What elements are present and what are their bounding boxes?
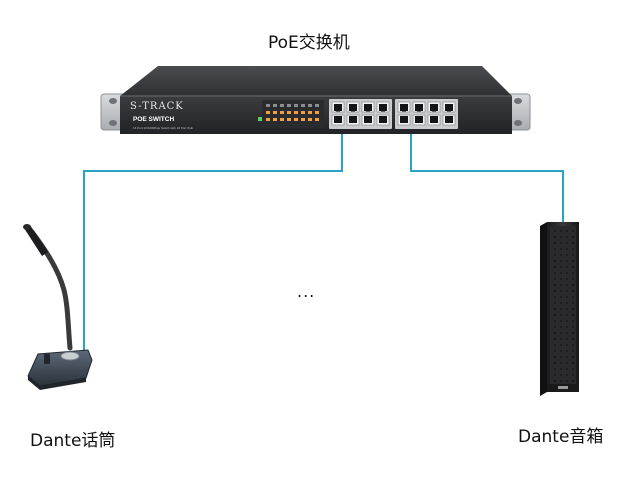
port-led [301, 111, 305, 114]
led-indicators [258, 100, 324, 128]
port-led [273, 111, 277, 114]
switch-model-label: POE SWITCH [133, 116, 174, 123]
port-led [308, 111, 312, 114]
rj45-port [331, 114, 345, 126]
port-led [308, 104, 312, 107]
port-led [301, 104, 305, 107]
port-led [287, 118, 291, 121]
rj45-port [376, 101, 390, 113]
dante-microphone [23, 224, 93, 390]
cable-switch-to-microphone [83, 131, 343, 355]
port-led [280, 118, 284, 121]
more-devices-ellipsis: ... [297, 282, 316, 301]
rj45-port [397, 101, 411, 113]
port-led [280, 104, 284, 107]
port-led [266, 118, 270, 121]
rj45-port [361, 114, 375, 126]
rj45-port [427, 114, 441, 126]
poe-switch: S-TRACK POE SWITCH 16 Port 10/100Mbps Sw… [100, 66, 531, 134]
power-led [258, 117, 262, 121]
speaker-caption: Dante音箱 [518, 427, 604, 447]
port-led [273, 104, 277, 107]
rj45-port [442, 114, 456, 126]
switch-caption: PoE交换机 [268, 33, 350, 53]
microphone-caption: Dante话筒 [30, 431, 116, 451]
cables [83, 131, 564, 355]
port-led [315, 104, 319, 107]
microphone-button [60, 351, 80, 361]
switch-brand: S-TRACK [130, 101, 184, 112]
rj45-port [346, 101, 360, 113]
cable-switch-to-speaker [410, 131, 564, 224]
rj45-port [346, 114, 360, 126]
port-led [294, 104, 298, 107]
microphone-gooseneck [29, 229, 73, 351]
speaker-grille [550, 226, 576, 384]
port-group-left [329, 99, 392, 129]
rj45-port [331, 101, 345, 113]
dante-speaker [540, 222, 579, 396]
port-led [315, 111, 319, 114]
port-led [294, 118, 298, 121]
switch-top-surface [120, 66, 512, 96]
port-led [287, 111, 291, 114]
rj45-port [412, 114, 426, 126]
microphone-head [24, 225, 48, 256]
rj45-port [442, 101, 456, 113]
rj45-port [412, 101, 426, 113]
port-led [266, 104, 270, 107]
speaker-logo [558, 386, 568, 389]
port-led [266, 111, 270, 114]
port-led [280, 111, 284, 114]
port-led [273, 118, 277, 121]
port-led [287, 104, 291, 107]
port-led [301, 118, 305, 121]
rj45-port [376, 114, 390, 126]
rj45-port [361, 101, 375, 113]
port-led [308, 118, 312, 121]
speaker-side [540, 222, 547, 396]
port-led [294, 111, 298, 114]
rj45-port [397, 114, 411, 126]
rj45-port [427, 101, 441, 113]
port-group-right [395, 99, 458, 129]
switch-spec-text: 16 Port 10/100Mbps Switch with 16 Port P… [133, 126, 193, 130]
port-led [315, 118, 319, 121]
